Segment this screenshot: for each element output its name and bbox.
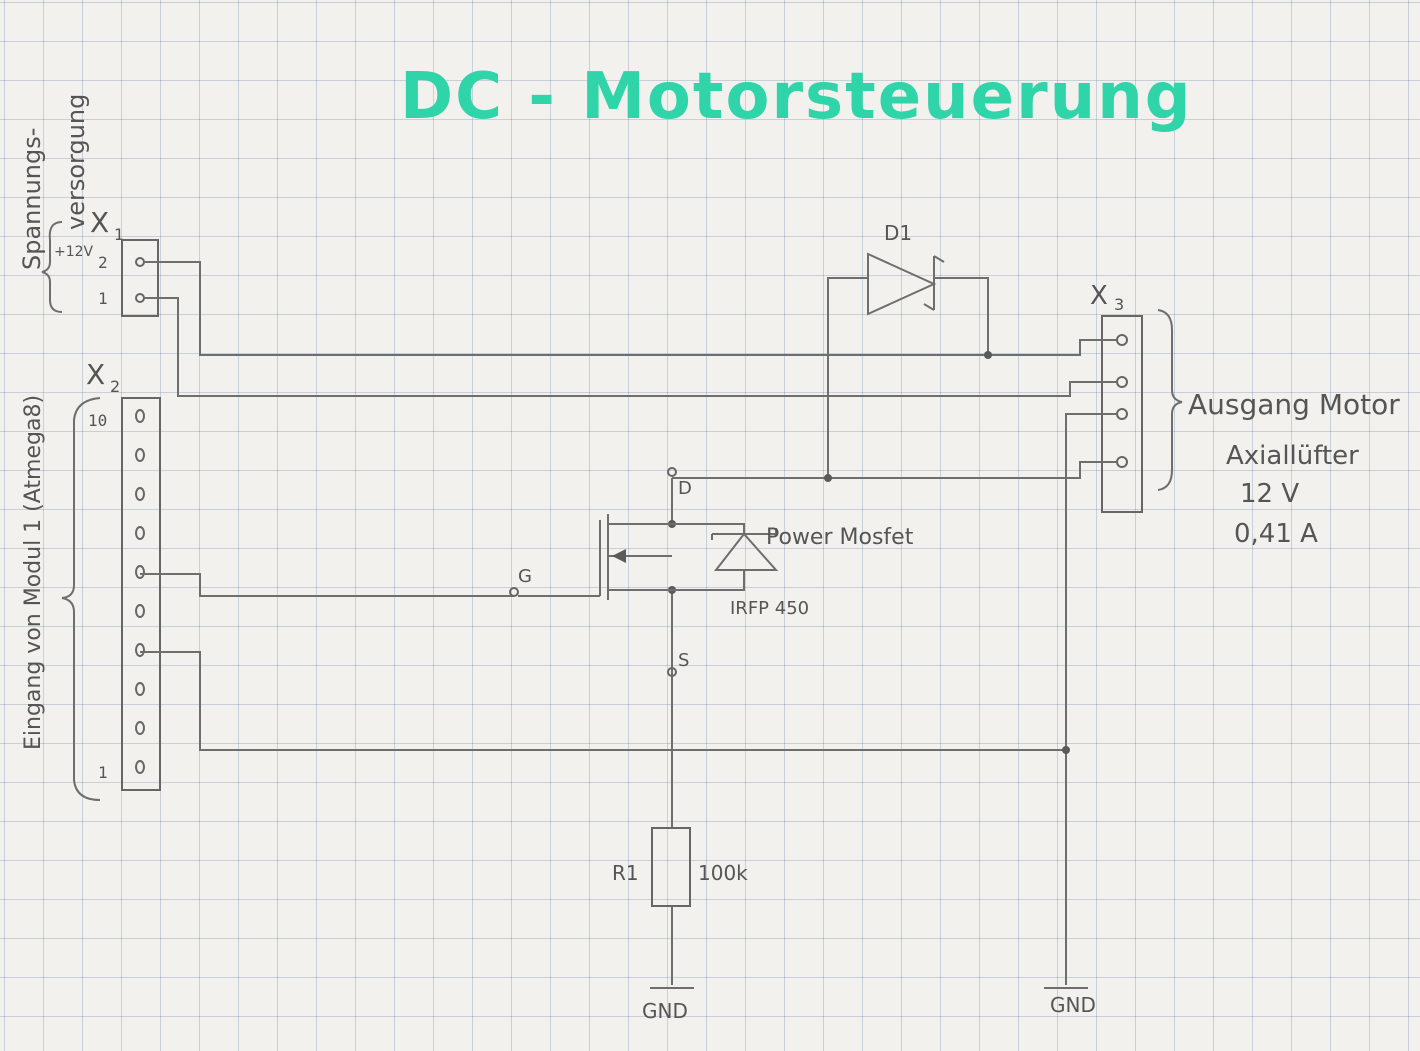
supply-label-line2: versorgung [62, 94, 90, 230]
body-diode-top [672, 523, 745, 534]
x1-pin-number-2: 2 [98, 253, 108, 272]
x1-label-sub: 1 [114, 225, 124, 244]
diagram-title: DC - Motorsteuerung [400, 60, 1193, 134]
x3-label: X [1090, 281, 1108, 311]
wire-x1-pin1 [144, 297, 1116, 397]
diode-triangle [867, 252, 937, 316]
r1-value-label: 100k [698, 861, 748, 885]
x2-pin-4 [135, 643, 145, 657]
x2-pin-group [135, 409, 145, 774]
wire-drain-row [672, 461, 1116, 479]
body-diode-bottom [672, 570, 745, 591]
supply-label-line1: Spannungs- [18, 128, 46, 270]
x1-label: X [90, 206, 109, 239]
output-motor-label: Ausgang Motor [1188, 388, 1400, 421]
gate-label: G [518, 566, 532, 587]
output-brace [1157, 309, 1183, 491]
x2-pin-8 [135, 487, 145, 501]
gnd-symbol-left: GND [642, 987, 694, 1023]
mosfet-arrow [612, 549, 626, 563]
x2-label-sub: 2 [110, 377, 120, 396]
wire-plus12 [144, 261, 1116, 356]
x2-pin-10 [135, 409, 145, 423]
input-label: Eingang von Modul 1 (Atmega8) [21, 395, 46, 750]
source-terminal [667, 667, 677, 677]
source-label: S [678, 650, 689, 671]
resistor-r1: R1 100k [612, 827, 748, 907]
diode-cathode-bar [923, 255, 945, 311]
body-diode-triangle [713, 532, 779, 571]
fan-label: Axiallüfter [1226, 441, 1359, 471]
resistor-body [651, 827, 691, 907]
x2-pin-number-10: 10 [88, 411, 107, 430]
connector-x3: X 3 [1090, 281, 1143, 513]
x1-pin-2 [135, 257, 145, 267]
plus12-label: +12V [54, 244, 94, 260]
x3-pin-1 [1116, 334, 1128, 346]
wires [140, 261, 1116, 985]
x2-pin-3 [135, 682, 145, 696]
gnd-left-label: GND [642, 999, 688, 1023]
gate-terminal [509, 587, 519, 597]
d1-label: D1 [884, 221, 912, 245]
x3-pin-3 [1116, 408, 1128, 420]
wire-x2-gnd [140, 651, 1066, 751]
x2-pin-7 [135, 526, 145, 540]
wire-diode-anode [827, 277, 868, 478]
diode-d1: D1 [867, 221, 945, 316]
connector-x1: X 1 +12V 2 1 [54, 206, 159, 317]
wire-gate [140, 573, 514, 597]
supply-side-label: Spannungs- versorgung [18, 94, 90, 270]
supply-brace [41, 221, 63, 313]
input-side-label: Eingang von Modul 1 (Atmega8) [21, 395, 46, 750]
drain-terminal [667, 467, 677, 477]
input-brace [61, 397, 101, 801]
mosfet-part-label: IRFP 450 [730, 598, 809, 619]
gnd-symbol-right: GND [1044, 987, 1096, 1017]
wire-diode-cathode [934, 277, 989, 355]
junction-anode [824, 474, 832, 482]
x1-pin-1 [135, 293, 145, 303]
gnd-right-label: GND [1050, 993, 1096, 1017]
mosfet: Power Mosfet IRFP 450 D G S [518, 478, 914, 671]
body-diode-bar [711, 528, 777, 540]
connector-x2: X 2 10 1 [86, 358, 161, 791]
x2-pin-1 [135, 760, 145, 774]
x3-pin-2 [1116, 376, 1128, 388]
x1-body [121, 239, 159, 317]
junction-gnd-rail [1062, 746, 1070, 754]
mosfet-label: Power Mosfet [766, 525, 914, 550]
x2-pin-5 [135, 604, 145, 618]
wire-gnd-rail [1065, 413, 1116, 985]
junction-cathode [984, 351, 992, 359]
x3-label-sub: 3 [1114, 295, 1124, 314]
current-label: 0,41 A [1234, 519, 1318, 549]
x2-pin-9 [135, 448, 145, 462]
x2-pin-6 [135, 565, 145, 579]
voltage-label: 12 V [1240, 479, 1299, 509]
r1-label: R1 [612, 861, 639, 885]
drain-label: D [678, 478, 692, 499]
x2-pin-2 [135, 721, 145, 735]
x3-pin-4 [1116, 456, 1128, 468]
x2-label: X [86, 358, 105, 391]
x2-body [121, 397, 161, 791]
x2-pin-number-1: 1 [98, 763, 108, 782]
x1-pin-number-1: 1 [98, 289, 108, 308]
